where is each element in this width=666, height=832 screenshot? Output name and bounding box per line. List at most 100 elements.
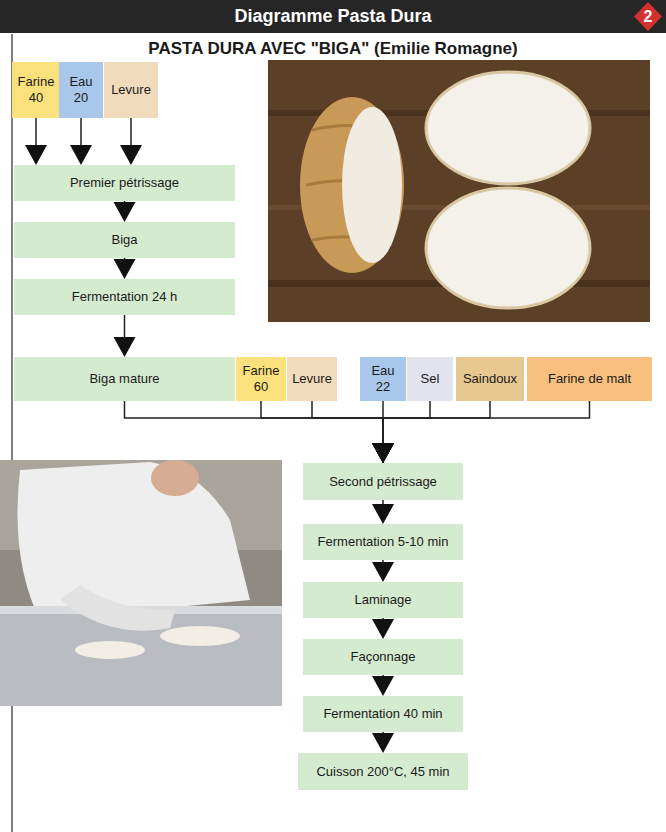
connector-line — [261, 401, 383, 443]
flow-arrow — [114, 315, 136, 357]
box-text: Eau 22 — [363, 363, 403, 394]
title-holder: Diagramme Pasta Dura — [0, 0, 666, 33]
dough — [75, 641, 145, 659]
connector-line — [382, 732, 384, 733]
process-box: Laminage — [303, 582, 463, 618]
box-text: Second pétrissage — [329, 474, 437, 490]
arrow-head — [70, 145, 92, 165]
arrow-head — [372, 443, 394, 463]
connector-line — [125, 401, 384, 443]
flow-arrow — [120, 118, 142, 165]
box-text: Levure — [292, 371, 332, 387]
ingredient-box: Eau 20 — [59, 62, 103, 118]
arrow-head — [372, 504, 394, 524]
ingredient-box: Saindoux — [456, 357, 524, 401]
box-text: Farine 60 — [239, 363, 283, 394]
ingredient-box: Levure — [287, 357, 337, 401]
process-box: Cuisson 200°C, 45 min — [298, 753, 468, 790]
box-text: Fermentation 24 h — [72, 289, 178, 305]
arrow-head — [372, 443, 394, 463]
photo-ground — [0, 460, 282, 706]
box-text: Levure — [111, 82, 151, 98]
flow-arrow — [372, 560, 394, 582]
connector-line — [124, 315, 126, 337]
dough — [160, 626, 240, 646]
box-text: Saindoux — [463, 371, 517, 387]
process-box: Second pétrissage — [303, 463, 463, 500]
box-text: Farine 40 — [15, 74, 57, 105]
process-box: Fermentation 5-10 min — [303, 524, 463, 560]
subtitle: PASTA DURA AVEC "BIGA" (Emilie Romagne) — [148, 39, 517, 59]
box-text: Premier pétrissage — [70, 175, 179, 191]
flow-arrow — [261, 401, 394, 463]
box-text: Façonnage — [350, 649, 415, 665]
arrow-head — [120, 145, 142, 165]
process-box: Biga — [14, 222, 235, 258]
flow-arrow — [312, 401, 394, 463]
process-box: Fermentation 40 min — [303, 696, 463, 732]
connector-line — [312, 401, 383, 443]
arrow-head — [372, 676, 394, 696]
flow-arrow — [125, 401, 395, 463]
baker-arms — [60, 585, 175, 631]
flow-arrow — [372, 401, 490, 463]
connector-line — [383, 401, 490, 443]
arrow-head — [372, 562, 394, 582]
arrow-head — [372, 443, 394, 463]
bread-photo — [268, 60, 650, 322]
connector-line — [130, 118, 132, 145]
connector-line — [382, 675, 384, 676]
box-text: Eau 20 — [62, 74, 100, 105]
baker-head — [151, 460, 199, 496]
box-text: Biga mature — [89, 371, 159, 387]
connector-line — [124, 201, 126, 202]
bread-crumb — [342, 107, 402, 263]
arrow-head — [372, 619, 394, 639]
flow-arrow — [25, 118, 47, 165]
connector-line — [382, 500, 384, 504]
flow-arrow — [372, 401, 430, 463]
connector-line — [80, 118, 82, 145]
arrow-head — [372, 443, 394, 463]
box-text: Sel — [421, 371, 440, 387]
flow-arrow — [372, 500, 394, 524]
arrow-head — [114, 202, 136, 222]
baker-photo — [0, 460, 282, 706]
ingredient-box: Eau 22 — [360, 357, 406, 401]
connector-line — [124, 258, 126, 259]
flow-arrow — [372, 401, 590, 463]
title: Diagramme Pasta Dura — [234, 6, 431, 27]
flow-arrow — [114, 201, 136, 222]
connector-line — [382, 560, 384, 562]
bread-slice — [426, 72, 590, 184]
title-bar — [0, 0, 666, 33]
callout-number-holder: 2 — [633, 0, 663, 33]
box-text: Fermentation 5-10 min — [318, 534, 449, 550]
process-box: Fermentation 24 h — [14, 279, 235, 315]
photo-ground — [268, 60, 650, 322]
callout-number: 2 — [644, 8, 653, 26]
connector-line — [35, 118, 37, 145]
process-box: Biga mature — [14, 357, 235, 401]
arrow-head — [372, 443, 394, 463]
subtitle-holder: PASTA DURA AVEC "BIGA" (Emilie Romagne) — [0, 36, 666, 61]
ingredient-box: Levure — [104, 62, 158, 118]
process-box: Premier pétrissage — [14, 165, 235, 201]
connector-line — [382, 618, 384, 619]
box-text: Fermentation 40 min — [323, 706, 442, 722]
flow-arrow — [70, 118, 92, 165]
box-text: Farine de malt — [548, 371, 631, 387]
box-text: Biga — [111, 232, 137, 248]
arrow-head — [114, 259, 136, 279]
flow-arrow — [372, 675, 394, 696]
ingredient-box: Farine de malt — [527, 357, 652, 401]
frame-line — [11, 34, 13, 832]
box-text: Cuisson 200°C, 45 min — [316, 764, 449, 780]
arrow-head — [114, 337, 136, 357]
ingredient-box: Farine 40 — [12, 62, 60, 118]
bread-crust — [300, 97, 404, 273]
process-box: Façonnage — [303, 639, 463, 675]
box-text: Laminage — [354, 592, 411, 608]
connector-line — [383, 401, 590, 443]
baker-coat — [18, 462, 251, 620]
